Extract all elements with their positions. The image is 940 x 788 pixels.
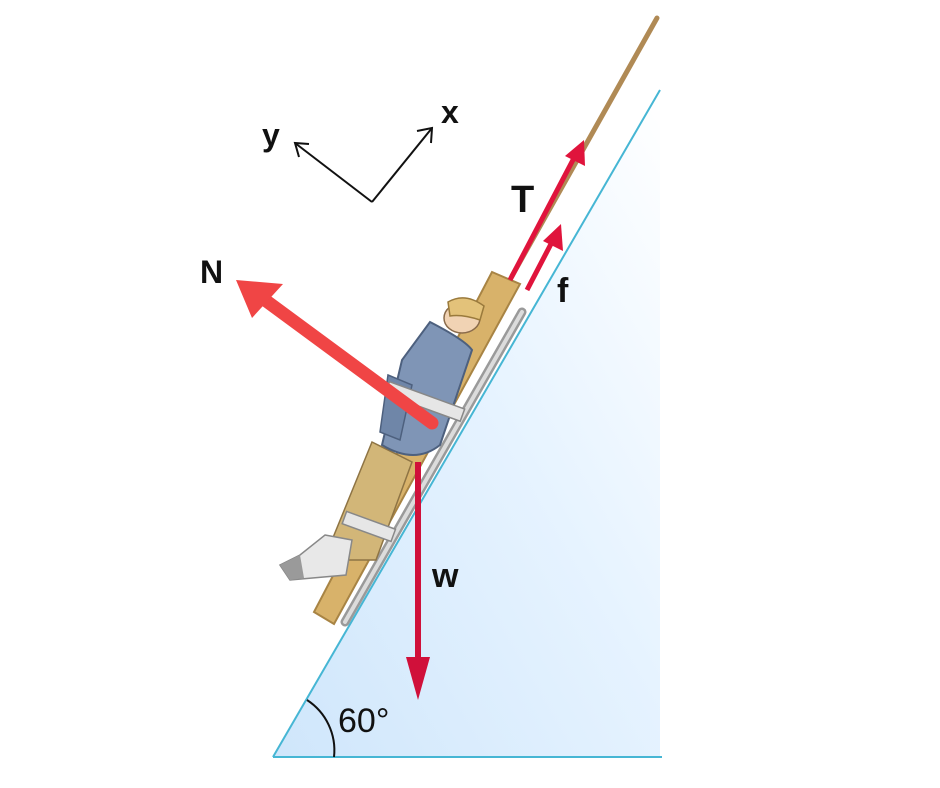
tension-arrowhead <box>565 140 585 166</box>
coordinate-axes: x y <box>262 94 459 203</box>
angle-arc <box>306 699 336 758</box>
normal-force-label: N <box>200 254 223 290</box>
incline: 60° <box>272 89 662 758</box>
friction-arrowhead <box>543 224 563 251</box>
angle-label: 60° <box>338 702 389 740</box>
force-normal: N <box>200 254 439 430</box>
force-weight: w <box>406 462 459 700</box>
y-axis-label: y <box>262 117 280 153</box>
normal-arrowhead <box>236 280 283 318</box>
force-friction: f <box>524 224 569 310</box>
friction-force-label: f <box>557 272 569 310</box>
person-legs <box>329 440 413 561</box>
weight-force-label: w <box>431 557 459 595</box>
stretcher-strap-lower <box>341 510 397 543</box>
incline-outline <box>272 89 661 758</box>
person-helmet <box>447 297 485 321</box>
force-tension: T <box>507 140 585 282</box>
tension-force-label: T <box>511 179 534 221</box>
weight-arrowhead <box>406 657 430 700</box>
x-axis-label: x <box>441 94 459 130</box>
